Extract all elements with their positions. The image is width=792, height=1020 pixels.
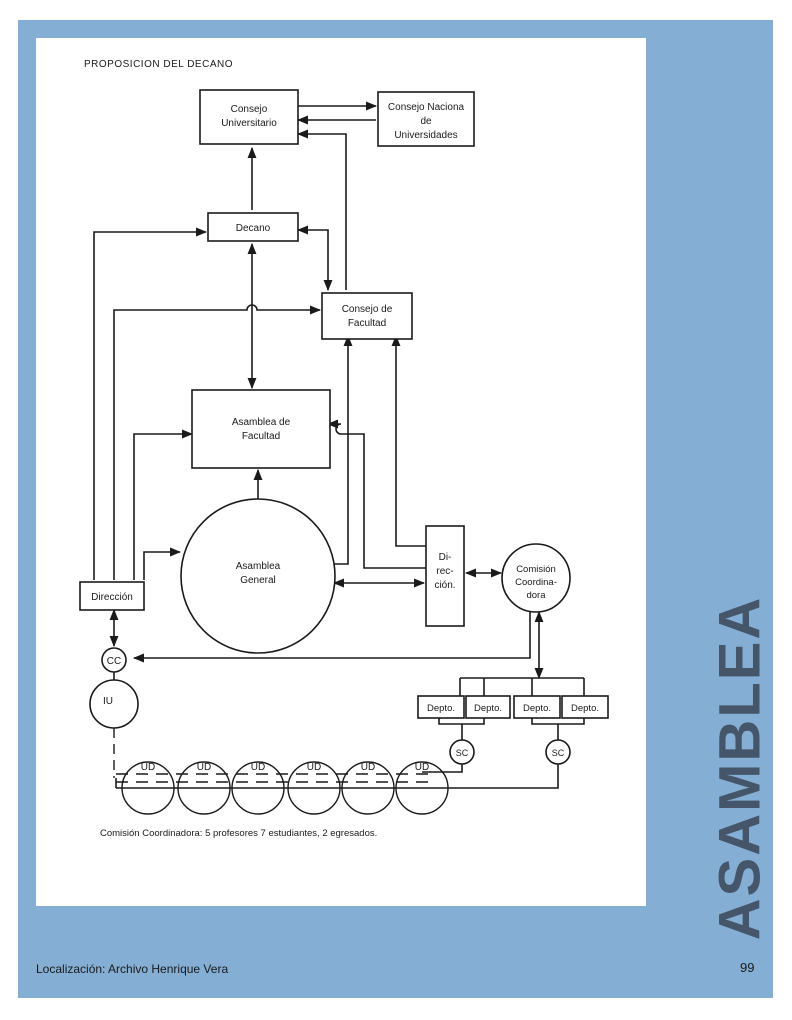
depto-box-1: [417, 695, 465, 719]
consejo-universitario-box: [199, 89, 299, 145]
ud-circle-3: [231, 761, 285, 815]
diagram-heading: PROPOSICION DEL DECANO: [84, 59, 233, 70]
sc-circle-2: [545, 739, 571, 765]
sc-circle-1: [449, 739, 475, 765]
direccion-right-label-2: rec-: [436, 566, 453, 577]
document-sheet: PROPOSICION DEL DECANO Consejo Universit…: [36, 38, 646, 906]
ud-circle-2: [177, 761, 231, 815]
consejo-universitario-label-1: Consejo: [231, 104, 268, 115]
asamblea-general-circle: [180, 498, 336, 654]
depto-label-2: Depto.: [474, 703, 502, 714]
asamblea-general-label-1: Asamblea: [236, 561, 281, 572]
consejo-facultad-box: [321, 292, 413, 340]
footer-source: Localización: Archivo Henrique Vera: [36, 962, 229, 976]
ud-label-5: UD: [361, 762, 375, 773]
direccion-right-label-3: ción.: [434, 580, 455, 591]
consejo-universitario-label-2: Universitario: [221, 118, 277, 129]
ud-circle-1: [121, 761, 175, 815]
depto-label-1: Depto.: [427, 703, 455, 714]
comision-label-3: dora: [526, 590, 546, 601]
direccion-right-label-1: Di-: [439, 552, 452, 563]
direccion-left-label: Dirección: [91, 592, 133, 603]
consejo-facultad-label-2: Facultad: [348, 318, 386, 329]
ud-circle-6: [395, 761, 449, 815]
diagram-caption: Comisión Coordinadora: 5 profesores 7 es…: [100, 828, 377, 839]
connector-lines: [93, 101, 585, 789]
depto-label-3: Depto.: [523, 703, 551, 714]
iu-label: IU: [103, 696, 113, 707]
consejo-nacional-label-1: Consejo Naciona: [388, 102, 465, 113]
ud-circle-4: [287, 761, 341, 815]
cc-label: CC: [107, 656, 121, 667]
consejo-nacional-box: [377, 91, 475, 147]
org-chart-diagram: PROPOSICION DEL DECANO Consejo Universit…: [79, 59, 609, 839]
depto-box-2: [465, 695, 511, 719]
direccion-right-box: [425, 525, 465, 627]
ud-circle-5: [341, 761, 395, 815]
asamblea-facultad-label-2: Facultad: [242, 431, 280, 442]
page-number: 99: [740, 960, 755, 975]
sc-label-1: SC: [456, 748, 469, 758]
ud-label-3: UD: [251, 762, 265, 773]
consejo-nacional-label-2: de: [420, 116, 432, 127]
consejo-nacional-label-3: Universidades: [394, 130, 457, 141]
ud-label-1: UD: [141, 762, 155, 773]
consejo-facultad-label-1: Consejo de: [342, 304, 393, 315]
decano-label: Decano: [236, 223, 271, 234]
asamblea-general-label-2: General: [240, 575, 276, 586]
ud-label-6: UD: [415, 762, 429, 773]
ud-label-4: UD: [307, 762, 321, 773]
cc-circle: [101, 647, 127, 673]
asamblea-facultad-label-1: Asamblea de: [232, 417, 291, 428]
direccion-left-box: [79, 581, 145, 611]
comision-label-2: Coordina-: [515, 577, 557, 588]
comision-circle: [501, 543, 571, 613]
depto-label-4: Depto.: [571, 703, 599, 714]
depto-box-4: [561, 695, 609, 719]
ud-dashed-lines: [113, 728, 428, 783]
side-title: ASAMBLEA: [707, 595, 773, 941]
comision-label-1: Comisión: [516, 564, 556, 575]
ud-label-2: UD: [197, 762, 211, 773]
asamblea-facultad-box: [191, 389, 331, 469]
depto-box-3: [513, 695, 561, 719]
iu-circle: [89, 679, 139, 729]
decano-box: [207, 212, 299, 242]
sc-label-2: SC: [552, 748, 565, 758]
